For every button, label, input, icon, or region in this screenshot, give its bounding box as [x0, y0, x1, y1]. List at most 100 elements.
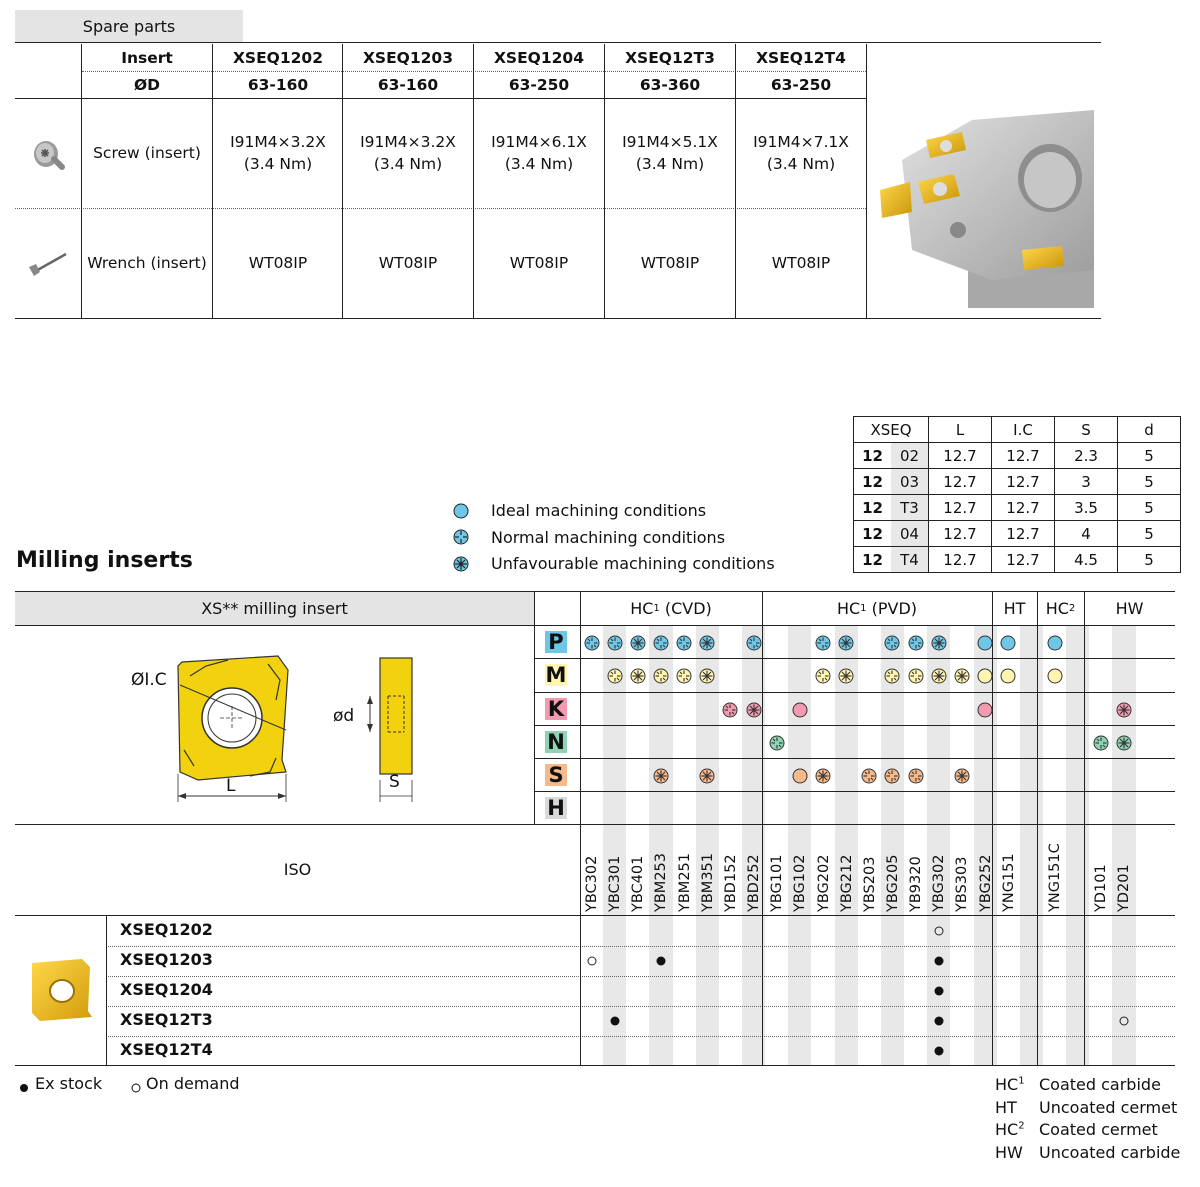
screw-torque: (3.4 Nm)	[504, 155, 574, 173]
product-insert-image	[26, 955, 96, 1025]
grade-label: YBM253	[653, 853, 670, 912]
unfavourable-condition-icon	[815, 768, 831, 784]
dim-value-s: 2.3	[1054, 442, 1118, 469]
grade-label: YBC301	[607, 855, 624, 912]
normal-condition-icon	[815, 635, 831, 651]
grade-label: YBG302	[931, 854, 948, 912]
unfavourable-condition-icon	[954, 668, 970, 684]
grade-group-header: HW	[1115, 599, 1144, 618]
on-demand-circle-icon	[931, 923, 947, 939]
wrench-code: WT08IP	[509, 254, 569, 272]
grade-label: YB9320	[908, 856, 925, 912]
dim-size: 12	[853, 468, 891, 495]
dim-header: S	[1054, 416, 1118, 443]
insert-label: Insert	[121, 48, 173, 67]
spare-col-code: XSEQ1204	[493, 48, 585, 67]
dim-thickness-code: 03	[891, 468, 929, 495]
dim-size: 12	[853, 546, 891, 573]
grade-label: YBG102	[792, 854, 809, 912]
spare-col-range: 63-250	[508, 75, 570, 94]
dim-value-ic: 12.7	[991, 442, 1055, 469]
dim-ic-label: ØI.C	[131, 670, 167, 690]
ideal-condition-label: Ideal machining conditions	[491, 501, 707, 520]
normal-condition-icon	[584, 635, 600, 651]
normal-condition-icon	[607, 635, 623, 651]
legend-code: HW	[995, 1142, 1023, 1162]
dim-value-d: 5	[1117, 442, 1181, 469]
grade-label: YBM351	[699, 853, 716, 912]
grade-label: YBG252	[977, 854, 994, 912]
dim-value-s: 4	[1054, 520, 1118, 547]
product-code: XSEQ12T3	[120, 1010, 213, 1029]
on-demand-circle-icon	[584, 953, 600, 969]
grade-label: YBD152	[722, 854, 739, 912]
od-label: ØD	[133, 75, 161, 94]
spare-col-code: XSEQ12T3	[625, 48, 715, 67]
spare-col-range: 63-160	[247, 75, 309, 94]
dim-value-d: 5	[1117, 494, 1181, 521]
unfavourable-condition-label: Unfavourable machining conditions	[491, 554, 775, 573]
legend-description: Coated cermet	[1039, 1120, 1158, 1139]
wrench-code: WT08IP	[248, 254, 308, 272]
dim-thickness-code: 02	[891, 442, 929, 469]
normal-condition-icon	[908, 668, 924, 684]
spare-col-range: 63-360	[639, 75, 701, 94]
normal-condition-icon	[884, 668, 900, 684]
unfavourable-condition-icon	[1116, 702, 1132, 718]
material-s: S	[545, 763, 567, 787]
dim-value-d: 5	[1117, 546, 1181, 573]
ideal-condition-icon	[977, 702, 993, 718]
insert-drawing	[110, 640, 430, 810]
ex-stock-dot-icon	[931, 953, 947, 969]
legend-code: HC2	[995, 1120, 1025, 1139]
normal-condition-icon	[653, 668, 669, 684]
dim-l-label: L	[226, 776, 236, 796]
ideal-condition-icon	[1000, 635, 1016, 651]
grade-label: YBS303	[954, 856, 971, 912]
legend-description: Uncoated carbide	[1039, 1142, 1181, 1162]
ideal-condition-icon	[453, 503, 469, 519]
product-code: XSEQ1202	[120, 920, 213, 939]
normal-condition-icon	[908, 635, 924, 651]
screw-code: I91M4×3.2X	[360, 133, 456, 151]
screw-label: Screw (insert)	[93, 144, 201, 162]
dim-value-ic: 12.7	[991, 520, 1055, 547]
grade-label: YBG101	[769, 854, 786, 912]
grade-label: YBG202	[815, 854, 832, 912]
grade-label: YNG151	[1000, 853, 1017, 912]
dim-value-l: 12.7	[928, 546, 992, 573]
normal-condition-label: Normal machining conditions	[491, 528, 726, 547]
spare-col-code: XSEQ12T4	[756, 48, 846, 67]
material-n: N	[545, 730, 567, 754]
on-demand-circle-icon	[1116, 1013, 1132, 1029]
grade-label: YBM251	[676, 853, 693, 912]
dim-header: d	[1117, 416, 1181, 443]
legend-description: Coated carbide	[1039, 1075, 1161, 1094]
dim-header: XSEQ	[853, 416, 929, 443]
milling-insert-header: XS** milling insert	[201, 599, 348, 618]
normal-condition-icon	[607, 668, 623, 684]
iso-label: ISO	[283, 860, 312, 879]
unfavourable-condition-icon	[1116, 735, 1132, 751]
ideal-condition-icon	[1000, 668, 1016, 684]
ideal-condition-icon	[977, 635, 993, 651]
dim-header: I.C	[991, 416, 1055, 443]
unfavourable-condition-icon	[653, 768, 669, 784]
dim-value-l: 12.7	[928, 468, 992, 495]
dim-value-ic: 12.7	[991, 468, 1055, 495]
wrench-code: WT08IP	[640, 254, 700, 272]
ex-stock-dot-icon	[19, 1078, 29, 1092]
screw-code: I91M4×6.1X	[491, 133, 587, 151]
grade-label: YBD252	[746, 854, 763, 912]
spare-col-range: 63-250	[770, 75, 832, 94]
unfavourable-condition-icon	[630, 635, 646, 651]
dim-value-s: 3	[1054, 468, 1118, 495]
unfavourable-condition-icon	[699, 768, 715, 784]
ideal-condition-icon	[1047, 668, 1063, 684]
material-m: M	[545, 663, 567, 687]
dim-value-l: 12.7	[928, 494, 992, 521]
wrench-code: WT08IP	[378, 254, 438, 272]
